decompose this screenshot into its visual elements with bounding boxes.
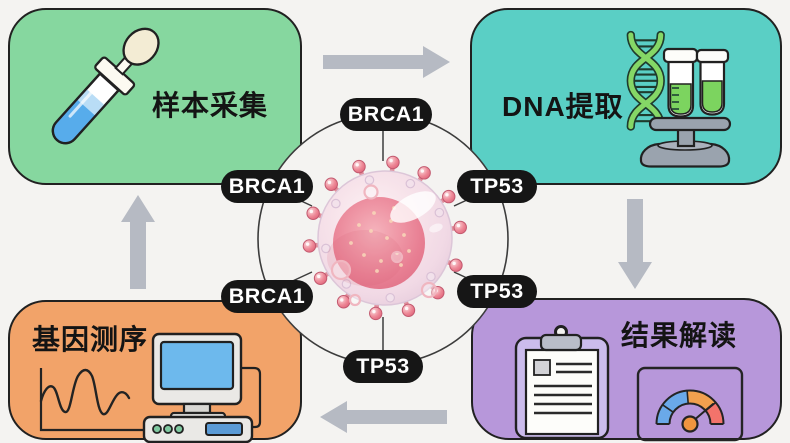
virus-highlight <box>390 191 436 223</box>
gene-label-pill: TP53 <box>457 170 537 203</box>
gene-sequencing-card: 基因测序 <box>8 300 302 443</box>
sample-collection-card: 样本采集 <box>8 8 302 185</box>
swab-test-tube-icon <box>51 27 160 145</box>
gene-sequencing-title: 基因测序 <box>32 324 149 355</box>
test-tubes-icon <box>662 47 730 118</box>
desktop-computer-icon <box>142 332 262 443</box>
gene-label-pill: BRCA1 <box>221 170 313 203</box>
gene-label-pill: TP53 <box>343 350 423 383</box>
gene-label-pill: BRCA1 <box>340 98 432 131</box>
computer-cable <box>241 366 262 429</box>
clipboard-report-icon <box>514 325 610 440</box>
dna-helix-icon <box>626 30 665 131</box>
gauge-meter-icon <box>636 366 744 442</box>
result-interpretation-title: 结果解读 <box>621 320 738 351</box>
dna-extraction-title: DNA提取 <box>502 91 624 122</box>
virus-cell-illustration <box>302 155 467 321</box>
dna-extraction-card: DNA提取 <box>470 8 782 185</box>
computer-screen <box>159 340 235 391</box>
waveform-chart-icon <box>39 368 148 432</box>
result-interpretation-card: 结果解读 <box>471 298 782 442</box>
dna-helix-and-tubes-icon <box>626 30 732 168</box>
sample-collection-title: 样本采集 <box>152 90 269 121</box>
gene-label-pill: TP53 <box>457 275 537 308</box>
lab-stand-icon <box>639 116 732 168</box>
gene-label-pill: BRCA1 <box>221 280 313 313</box>
